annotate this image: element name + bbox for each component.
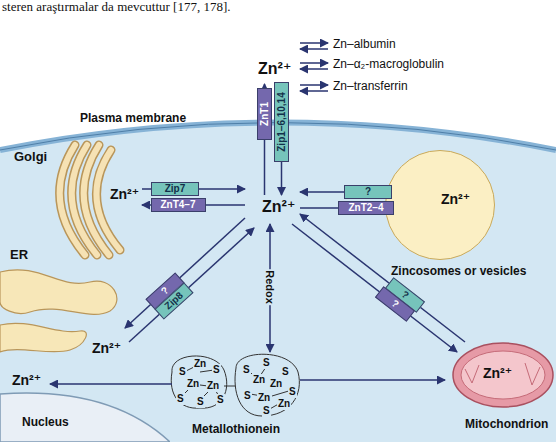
node-caption: Zincosomes or vesicles [391, 265, 526, 279]
atom-symbol: S [196, 396, 205, 408]
znt-transporter: ZnT1 [257, 88, 272, 140]
zinc-ion: Zn²⁺ [258, 60, 291, 78]
node-text: Zn²⁺ [441, 191, 470, 207]
zip-transporter: Zip1–6,10,14 [274, 82, 289, 162]
metallothionein-cluster-part [235, 354, 299, 416]
transport-arrows-part [300, 48, 328, 50]
node-text: ZnT1 [260, 102, 270, 126]
atom-symbol: S [212, 364, 221, 376]
transport-arrows-part [300, 42, 328, 44]
atom-symbol: Zn [193, 358, 207, 370]
golgi-region: GolgiZn²⁺ [0, 140, 150, 260]
node-text: Zip7 [165, 184, 186, 194]
membrane-label: Plasma membrane [80, 112, 186, 126]
atom-symbol: S [288, 386, 297, 398]
er-region: ER Zn²⁺ [0, 240, 130, 380]
atom-symbol: Zn [252, 374, 266, 386]
atom-symbol: S [242, 364, 251, 376]
node-text: ? [365, 187, 371, 197]
er-membranes-part [0, 270, 117, 315]
protein-complex: Zn–transferrin [333, 80, 408, 94]
mitochondrion-outer [453, 343, 553, 407]
node-caption: Nucleus [22, 416, 69, 430]
atom-symbol: S [243, 390, 252, 402]
node-text: Zn²⁺ [12, 372, 41, 388]
transport-arrows-part [129, 228, 254, 342]
er-membranes [0, 270, 117, 352]
znt-transporter: ZnT4–7 [151, 198, 206, 212]
atom-symbol: S [262, 405, 271, 417]
nucleus-outline [0, 393, 170, 442]
atom-symbol: Zn [206, 380, 220, 392]
node-text: ER [10, 248, 28, 263]
transport-arrows-part [300, 62, 328, 64]
metallothionein-cluster-part [224, 386, 236, 387]
zip-transporter: ? [344, 185, 392, 199]
transfer-arrow [300, 379, 445, 381]
redox-label: Redox [264, 269, 277, 305]
atom-symbol: Zn [186, 378, 200, 390]
node-text: ZnT4–7 [160, 200, 195, 210]
zip-transporter: Zip7 [151, 182, 199, 196]
transport-arrows-part [300, 84, 328, 86]
protein-complex: Zn–α₂-macroglobulin [333, 58, 444, 72]
atom-symbol: S [178, 366, 187, 378]
mitochondrion: Zn²⁺ Mitochondrion [445, 325, 556, 440]
atom-symbol: Zn [257, 392, 271, 404]
zinc-ion: Zn²⁺ [262, 198, 295, 216]
node-text: Zip1–6,10,14 [277, 92, 287, 151]
metallothionein-cluster [171, 354, 299, 416]
transport-arrows-part [125, 218, 245, 328]
atom-symbol: Zn [269, 378, 283, 390]
metallothionein-cluster-part [248, 364, 292, 410]
node-text: Metallothionein [192, 423, 280, 437]
cell-body-part [0, 123, 556, 442]
node-caption: Zn²⁺ [110, 186, 139, 202]
znt-transporter: ZnT2–4 [338, 201, 394, 215]
protein-complex: Zn–albumin [333, 38, 396, 52]
atom-symbol: S [176, 393, 185, 405]
atom-symbol: S [216, 394, 225, 406]
body-text: steren araştırmalar da mevcuttur [177, 1… [2, 0, 231, 15]
node-text: ? [390, 298, 401, 310]
node-caption: Zn²⁺ [92, 340, 121, 356]
cristae [465, 363, 540, 385]
atom-symbol: S [281, 366, 290, 378]
atom-symbol: S [262, 357, 271, 369]
node-text: Golgi [14, 150, 47, 165]
zincosome-circle: Zn²⁺Zincosomes or vesicles [385, 150, 495, 260]
cell-body [0, 123, 556, 442]
nucleus: Zn²⁺ Nucleus [0, 372, 170, 442]
node-text: Zn²⁺ [483, 365, 512, 381]
metallothionein-cluster-part [171, 356, 227, 408]
transport-arrows-part [50, 383, 172, 385]
mitochondrion-inner [461, 351, 545, 399]
node-text: ZnT2–4 [348, 203, 383, 213]
transport-arrows-part [300, 68, 328, 70]
er-membranes-part [0, 323, 86, 352]
node-caption: Mitochondrion [465, 418, 548, 432]
atom-symbol: Zn [277, 398, 291, 410]
transport-arrows-part [300, 90, 328, 92]
